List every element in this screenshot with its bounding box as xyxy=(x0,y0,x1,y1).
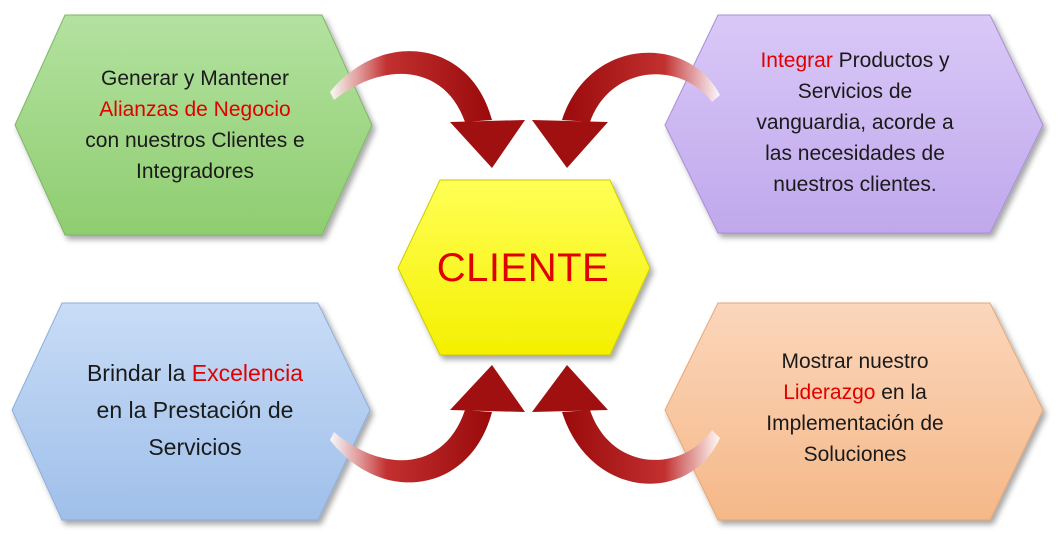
highlighted-text: Integrar xyxy=(760,48,833,72)
text-line: Soluciones xyxy=(804,439,907,470)
highlighted-text: Excelencia xyxy=(191,359,304,386)
text-segment: las necesidades de xyxy=(765,141,945,165)
text-segment: vanguardia, acorde a xyxy=(756,110,954,134)
hexagon-center xyxy=(397,179,651,356)
highlighted-text: Liderazgo xyxy=(783,380,876,404)
text-segment: en la Prestación de xyxy=(96,396,294,423)
text-line: en la Prestación de xyxy=(97,392,294,429)
text-line: Liderazgo en la xyxy=(783,377,927,408)
arrow-top-right xyxy=(532,52,720,168)
text-segment: Soluciones xyxy=(803,442,907,466)
text-segment: en la xyxy=(875,380,927,404)
hexagon-bottom-right xyxy=(664,302,1044,521)
text-line: Alianzas de Negocio xyxy=(99,94,290,125)
text-segment: Servicios de xyxy=(797,79,913,103)
hexagon-top-right xyxy=(664,14,1044,234)
text-line: Implementación de xyxy=(766,408,943,439)
text-segment: Integradores xyxy=(136,160,254,183)
text-line: con nuestros Clientes e xyxy=(85,125,304,156)
text-line: las necesidades de xyxy=(765,138,945,169)
text-line: nuestros clientes. xyxy=(773,169,936,200)
text-line: vanguardia, acorde a xyxy=(756,107,953,138)
text-segment: Implementación de xyxy=(766,411,944,435)
text-line: Servicios xyxy=(148,429,241,466)
hexagon-bottom-left xyxy=(11,302,371,521)
text-segment: Mostrar nuestro xyxy=(781,349,929,373)
text-segment: Generar y Mantener xyxy=(101,67,289,90)
text-line: Integradores xyxy=(136,156,254,187)
text-segment: con nuestros Clientes e xyxy=(85,129,305,152)
hexagon-top-right-text: Integrar Productos y Servicios de vanguard… xyxy=(715,37,995,207)
arrow-top-left xyxy=(330,51,525,168)
arrow-bottom-left xyxy=(330,365,525,483)
text-line: Integrar Productos y xyxy=(760,45,949,76)
text-line: Mostrar nuestro xyxy=(781,346,928,377)
text-segment: Brindar la xyxy=(86,359,192,386)
text-segment: Servicios xyxy=(148,433,242,460)
arrow-bottom-right xyxy=(532,365,720,484)
text-segment: Productos y xyxy=(832,48,950,72)
hexagon-bottom-left-text: Brindar la Excelencia en la Prestación de… xyxy=(55,350,335,470)
highlighted-text: Alianzas de Negocio xyxy=(99,98,291,121)
text-line: Brindar la Excelencia xyxy=(87,355,303,392)
center-label: CLIENTE xyxy=(436,245,610,290)
text-line: Servicios de xyxy=(798,76,912,107)
text-line: Generar y Mantener xyxy=(101,63,289,94)
text-segment: nuestros clientes. xyxy=(773,172,937,196)
hexagon-top-left xyxy=(14,14,373,236)
